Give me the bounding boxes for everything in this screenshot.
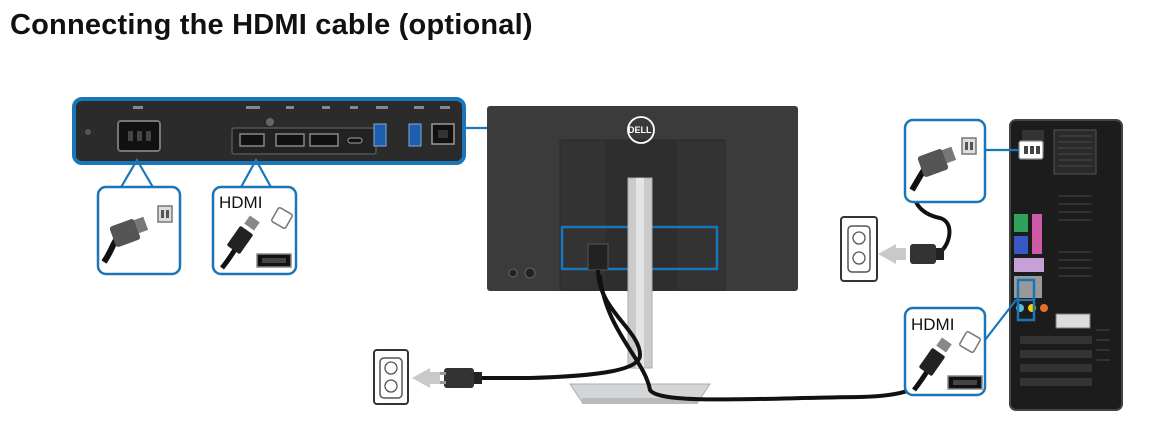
- pc-hdmi-port-highlight: [1016, 278, 1036, 322]
- hdmi-label-pc: HDMI: [911, 315, 954, 334]
- ethernet-port-icon: [431, 123, 455, 145]
- hdmi-plug-icon: [912, 337, 952, 392]
- wall-outlet-icon: [840, 216, 878, 282]
- power-plug-icon: [909, 146, 957, 192]
- power-plug-icon: [412, 368, 482, 388]
- monitor-port-panel: [72, 97, 466, 165]
- monitor-rear: DELL: [487, 106, 798, 404]
- vent-grill: [1058, 135, 1110, 361]
- brand-logo: DELL: [628, 125, 652, 135]
- hdmi-plug-icon: [220, 215, 260, 270]
- displayport-icon: [275, 133, 339, 147]
- usb-a-port-icon: [373, 123, 422, 147]
- hdmi-pc-inset: HDMI: [903, 306, 987, 397]
- usb-c-port-icon: [347, 137, 363, 144]
- dell-logo-icon: DELL: [627, 116, 655, 144]
- page-title: Connecting the HDMI cable (optional): [10, 9, 533, 41]
- wall-outlet-icon: [373, 349, 409, 405]
- power-plug-icon: [878, 244, 944, 264]
- hdmi-label-monitor: HDMI: [219, 193, 262, 212]
- computer-tower-icon: [1009, 119, 1123, 411]
- power-plug-icon: [101, 216, 149, 264]
- hdmi-monitor-inset: HDMI: [211, 185, 298, 276]
- power-port-icon: [117, 120, 161, 152]
- pc-hdmi-pointer: [984, 298, 1034, 341]
- port-legend-icons: [133, 106, 450, 109]
- pc-power-inset: [903, 118, 987, 204]
- hdmi-port-icon: [239, 133, 265, 147]
- power-cable-inset: [96, 185, 182, 276]
